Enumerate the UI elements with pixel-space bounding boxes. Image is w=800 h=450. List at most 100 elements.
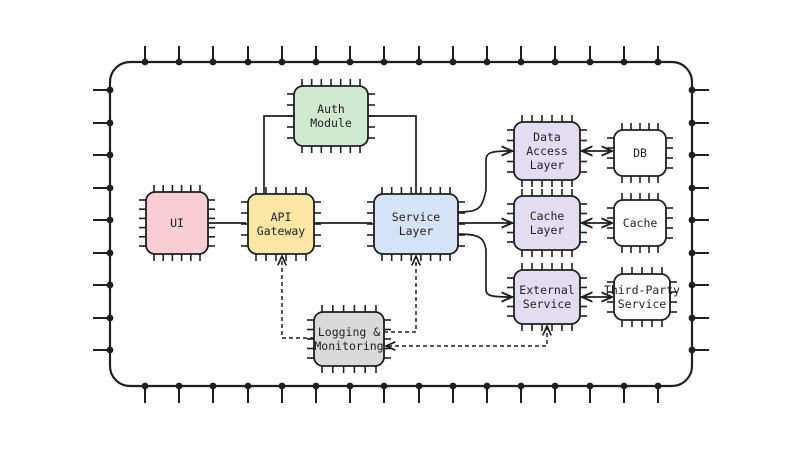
edge-auth-service <box>368 115 417 194</box>
board-pin-dot <box>620 58 628 66</box>
board-pin-dot <box>517 382 525 390</box>
board-pin-dot <box>106 86 114 94</box>
node-label: Data <box>533 130 561 144</box>
board-pin-dot <box>106 314 114 322</box>
board-pin-dot <box>278 58 286 66</box>
board-pin-dot <box>106 346 114 354</box>
node-label: External <box>519 283 574 297</box>
chip-body <box>373 193 459 255</box>
edge-service-external <box>457 233 512 297</box>
board-pin-dot <box>688 86 696 94</box>
board-pin-dot <box>141 58 149 66</box>
node-ui: UI <box>139 185 215 261</box>
board-pin-dot <box>106 281 114 289</box>
node-label: Layer <box>530 158 565 172</box>
chip-body <box>613 273 671 321</box>
node-db: DB <box>607 123 673 183</box>
board-frame <box>93 46 709 403</box>
board-pin-dot <box>449 382 457 390</box>
board-pin-dot <box>688 216 696 224</box>
board-pin-dot <box>688 281 696 289</box>
board-pin-dot <box>688 346 696 354</box>
node-label: Service <box>523 297 572 311</box>
board-pin-dot <box>654 382 662 390</box>
node-label: Cache <box>530 209 565 223</box>
chip-body <box>513 195 581 251</box>
board-pin-dot <box>688 314 696 322</box>
edge-service-data <box>457 151 512 213</box>
chip-body <box>613 129 667 177</box>
board-pin-dot <box>346 58 354 66</box>
node-label: Service <box>618 297 667 311</box>
board-outline <box>108 60 694 388</box>
board-pin-dot <box>175 58 183 66</box>
board-pin-dot <box>483 382 491 390</box>
node-label: Layer <box>399 224 434 238</box>
board-pin-dot <box>209 382 217 390</box>
board-pin-dot <box>620 382 628 390</box>
board-pin-dot <box>312 382 320 390</box>
board-pin-dot <box>106 249 114 257</box>
board-pin-dot <box>483 58 491 66</box>
node-label: Cache <box>623 216 658 230</box>
board-pin-dot <box>688 249 696 257</box>
node-label: DB <box>633 146 647 160</box>
board-pin-dot <box>244 382 252 390</box>
chip-body <box>613 199 667 247</box>
edge-external-logging <box>386 326 547 346</box>
board-pin-dot <box>106 184 114 192</box>
board-pin-dot <box>415 382 423 390</box>
chip-body <box>247 193 315 255</box>
node-label: Layer <box>530 223 565 237</box>
board-pin-dot <box>688 151 696 159</box>
node-label: Module <box>310 116 352 130</box>
board-pin-dot <box>141 382 149 390</box>
board-pin-dot <box>449 58 457 66</box>
node-cache: Cache <box>607 193 673 253</box>
chip-body <box>513 121 581 181</box>
node-logging: Logging &Monitoring <box>307 305 391 373</box>
board-pin-dot <box>586 58 594 66</box>
node-label: Third-Party <box>604 283 680 297</box>
node-label: Auth <box>317 102 345 116</box>
board-pin-dot <box>517 58 525 66</box>
board-pin-dot <box>415 58 423 66</box>
board-pin-dot <box>106 119 114 127</box>
node-label: Monitoring <box>314 339 383 353</box>
board-pin-dot <box>244 58 252 66</box>
edge-gateway-auth <box>263 115 294 194</box>
node-label: Gateway <box>257 224 306 238</box>
board-pin-dot <box>688 184 696 192</box>
board-pin-dot <box>654 58 662 66</box>
board-pin-dot <box>175 382 183 390</box>
node-label: Service <box>392 210 441 224</box>
board-pin-dot <box>688 119 696 127</box>
board-pin-dot <box>551 382 559 390</box>
chip-body <box>293 85 369 147</box>
chip-body <box>513 269 581 325</box>
board-pin-dot <box>380 58 388 66</box>
node-label: Logging & <box>318 325 380 339</box>
board-pin-dot <box>278 382 286 390</box>
node-label: UI <box>170 216 184 230</box>
board-pin-dot <box>312 58 320 66</box>
board-pin-dot <box>346 382 354 390</box>
board-pin-dot <box>551 58 559 66</box>
board-pin-dot <box>106 216 114 224</box>
chip-body <box>145 191 209 255</box>
node-label: Access <box>526 144 568 158</box>
node-label: API <box>271 210 292 224</box>
board-pin-dot <box>209 58 217 66</box>
board-pin-dot <box>586 382 594 390</box>
edge-logging-gateway <box>282 256 314 339</box>
